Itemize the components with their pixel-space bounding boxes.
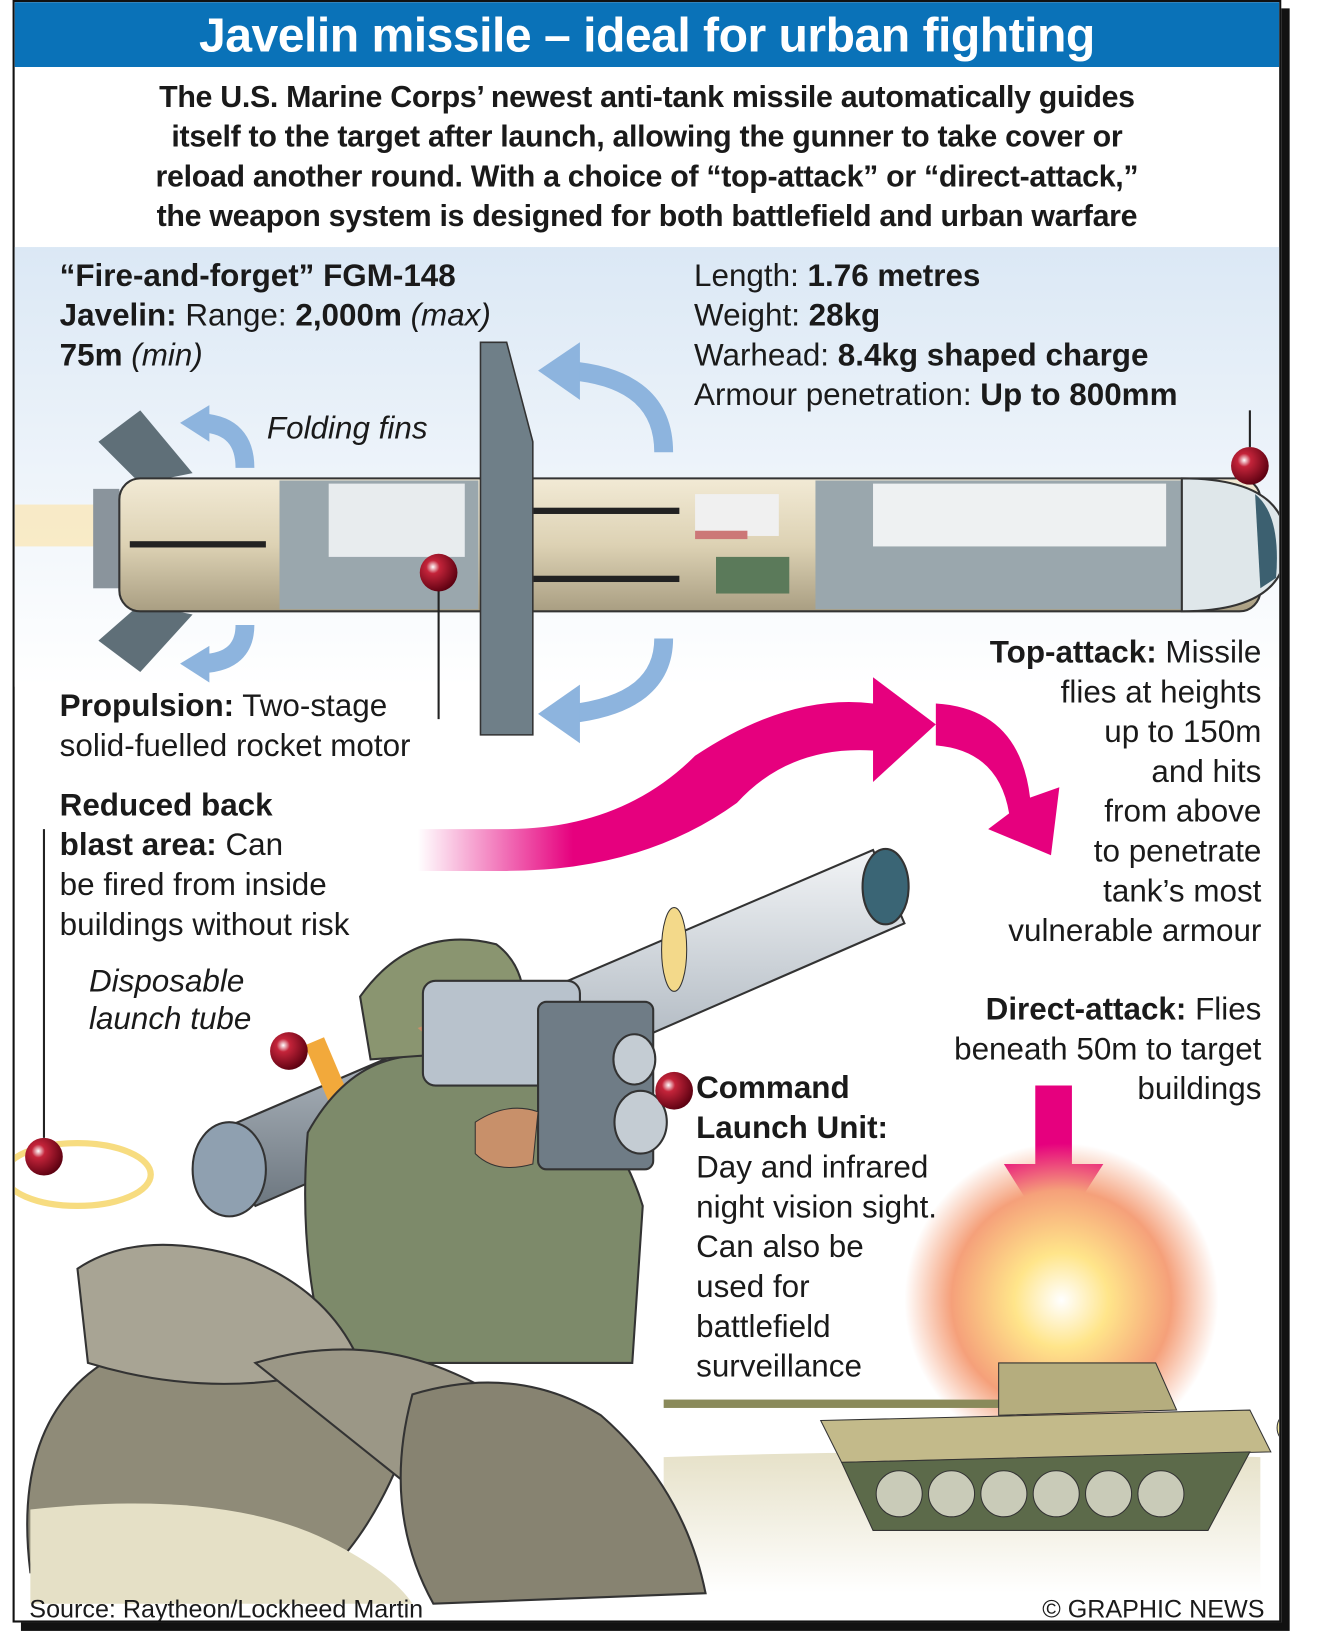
intro-line: itself to the target after launch, allow… (171, 120, 1123, 154)
background-band (14, 247, 1280, 687)
spec-name: Javelin: (59, 298, 177, 333)
fin-rotation-arrows (201, 361, 674, 724)
title: Javelin missile – ideal for urban fighti… (14, 2, 1280, 67)
intro-line: The U.S. Marine Corps’ newest anti-tank … (159, 80, 1135, 115)
backblast-label: Reduced back blast area: Can be fired fr… (59, 788, 350, 943)
spec-armour: Armour penetration: Up to 800mm (694, 377, 1178, 413)
folding-fins-label: Folding fins (266, 411, 428, 446)
spec-warhead: Warhead: 8.4kg shaped charge (694, 338, 1149, 373)
direct-attack-label: Direct-attack: Flies beneath 50m to targ… (954, 992, 1262, 1107)
top-attack-label: Top-attack: Missile flies at heights up … (989, 635, 1262, 949)
fin-arrow-heads (180, 342, 580, 744)
sandbags (26, 1243, 707, 1605)
command-launch-unit-label: Command Launch Unit: Day and infrared ni… (696, 1070, 938, 1384)
copyright: © GRAPHIC NEWS (1042, 1595, 1265, 1623)
soldier (304, 938, 668, 1364)
range-label: Range: (176, 298, 296, 333)
callout-markers (25, 446, 1269, 1176)
launch-tube-label: Disposable launch tube (88, 964, 252, 1037)
leader-lines (42, 410, 1251, 1138)
infographic-frame: Javelin missile – ideal for urban fighti… (12, 0, 1282, 1623)
range-max: 2,000m (295, 298, 402, 333)
spec-title: “Fire-and-forget” FGM-148 (59, 258, 456, 294)
javelin-missile (14, 341, 1280, 736)
propulsion-label: Propulsion: Two-stage solid-fuelled rock… (59, 688, 411, 764)
intro-text: The U.S. Marine Corps’ newest anti-tank … (15, 77, 1280, 236)
illustration (14, 341, 1280, 1605)
spec-weight: Weight: 28kg (694, 298, 881, 333)
range-max-note: (max) (401, 298, 491, 333)
intro-line: the weapon system is designed for both b… (156, 199, 1138, 234)
specs-left: “Fire-and-forget” FGM-148 Javelin: Range… (60, 256, 491, 375)
top-attack-arrow (417, 677, 1060, 871)
range-min-note: (min) (122, 338, 203, 373)
backblast-glow (14, 1139, 154, 1210)
spec-length: Length: 1.76 metres (694, 258, 981, 294)
range-min: 75m (59, 338, 123, 373)
source-credit: Source: Raytheon/Lockheed Martin (29, 1595, 424, 1623)
tank (663, 1362, 1280, 1531)
specs-right: Length: 1.76 metres Weight: 28kg Warhead… (694, 256, 1177, 415)
intro-line: reload another round. With a choice of “… (155, 160, 1139, 194)
